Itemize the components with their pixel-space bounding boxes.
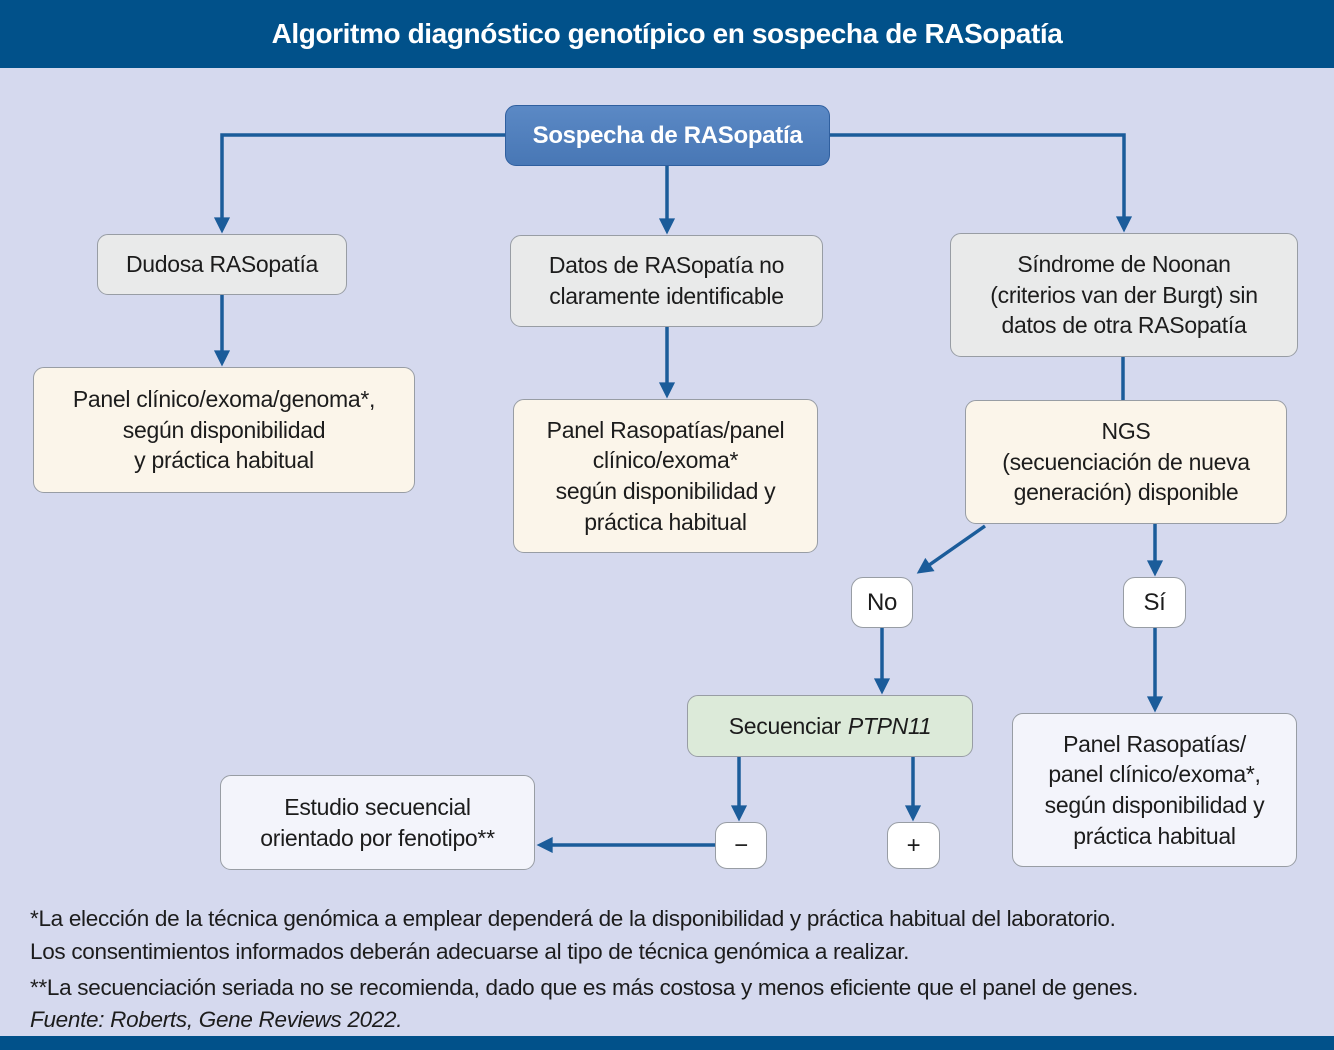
node-si-label: Sí — [1143, 588, 1166, 616]
node-estudio-label: Estudio secuencial orientado por fenotip… — [260, 793, 495, 851]
node-dudosa-rasopatia: Dudosa RASopatía — [97, 234, 347, 295]
node-datos-label: Datos de RASopatía no claramente identif… — [548, 252, 785, 309]
node-estudio-secuencial: Estudio secuencial orientado por fenotip… — [220, 775, 535, 870]
node-dudosa-label: Dudosa RASopatía — [125, 251, 319, 278]
node-panel-rasopatias-centro: Panel Rasopatías/panel clínico/exoma* se… — [513, 399, 818, 553]
node-negativo-label: − — [734, 831, 748, 859]
node-resultado-negativo: − — [715, 822, 767, 869]
node-secuenciar-gene: PTPN11 — [847, 712, 932, 739]
source-citation: Fuente: Roberts, Gene Reviews 2022. — [30, 1007, 403, 1032]
page-title: Algoritmo diagnóstico genotípico en sosp… — [271, 18, 1063, 49]
node-positivo-label: + — [906, 831, 921, 859]
node-sindrome-noonan: Síndrome de Noonan (criterios van der Bu… — [950, 233, 1298, 357]
node-no: No — [851, 577, 913, 628]
connector-sospecha-dudosa — [213, 133, 505, 234]
node-ngs-disponible: NGS (secuenciación de nueva generación) … — [965, 400, 1287, 524]
node-resultado-positivo: + — [887, 822, 940, 869]
node-no-label: No — [866, 588, 898, 616]
node-secuenciar-label: Secuenciar — [728, 712, 841, 739]
node-panel-rasopatias-der: Panel Rasopatías/ panel clínico/exoma*, … — [1012, 713, 1297, 867]
connector-ngs-no — [916, 524, 987, 574]
node-sospecha-rasopatia: Sospecha de RASopatía — [505, 105, 830, 166]
node-panel-clinico-exoma-genoma: Panel clínico/exoma/genoma*, según dispo… — [33, 367, 415, 493]
node-panel-centro-label: Panel Rasopatías/panel clínico/exoma* se… — [546, 416, 785, 535]
node-panel-izq-label: Panel clínico/exoma/genoma*, según dispo… — [72, 386, 376, 474]
footnote-double-asterisk: **La secuenciación seriada no se recomie… — [30, 975, 1139, 1000]
node-ngs-label: NGS (secuenciación de nueva generación) … — [1002, 418, 1250, 506]
node-noonan-label: Síndrome de Noonan (criterios van der Bu… — [990, 251, 1258, 339]
node-secuenciar-ptpn11: Secuenciar PTPN11 — [687, 695, 973, 757]
node-panel-der-label: Panel Rasopatías/ panel clínico/exoma*, … — [1044, 730, 1265, 849]
node-sospecha-label: Sospecha de RASopatía — [532, 121, 803, 149]
node-si: Sí — [1123, 577, 1186, 628]
footnote-asterisk: *La elección de la técnica genómica a em… — [30, 906, 1116, 964]
footer-bar — [0, 1036, 1334, 1050]
header-bar: Algoritmo diagnóstico genotípico en sosp… — [0, 0, 1334, 68]
connector-sospecha-noonan — [830, 133, 1133, 233]
node-datos-no-identificable: Datos de RASopatía no claramente identif… — [510, 235, 823, 327]
